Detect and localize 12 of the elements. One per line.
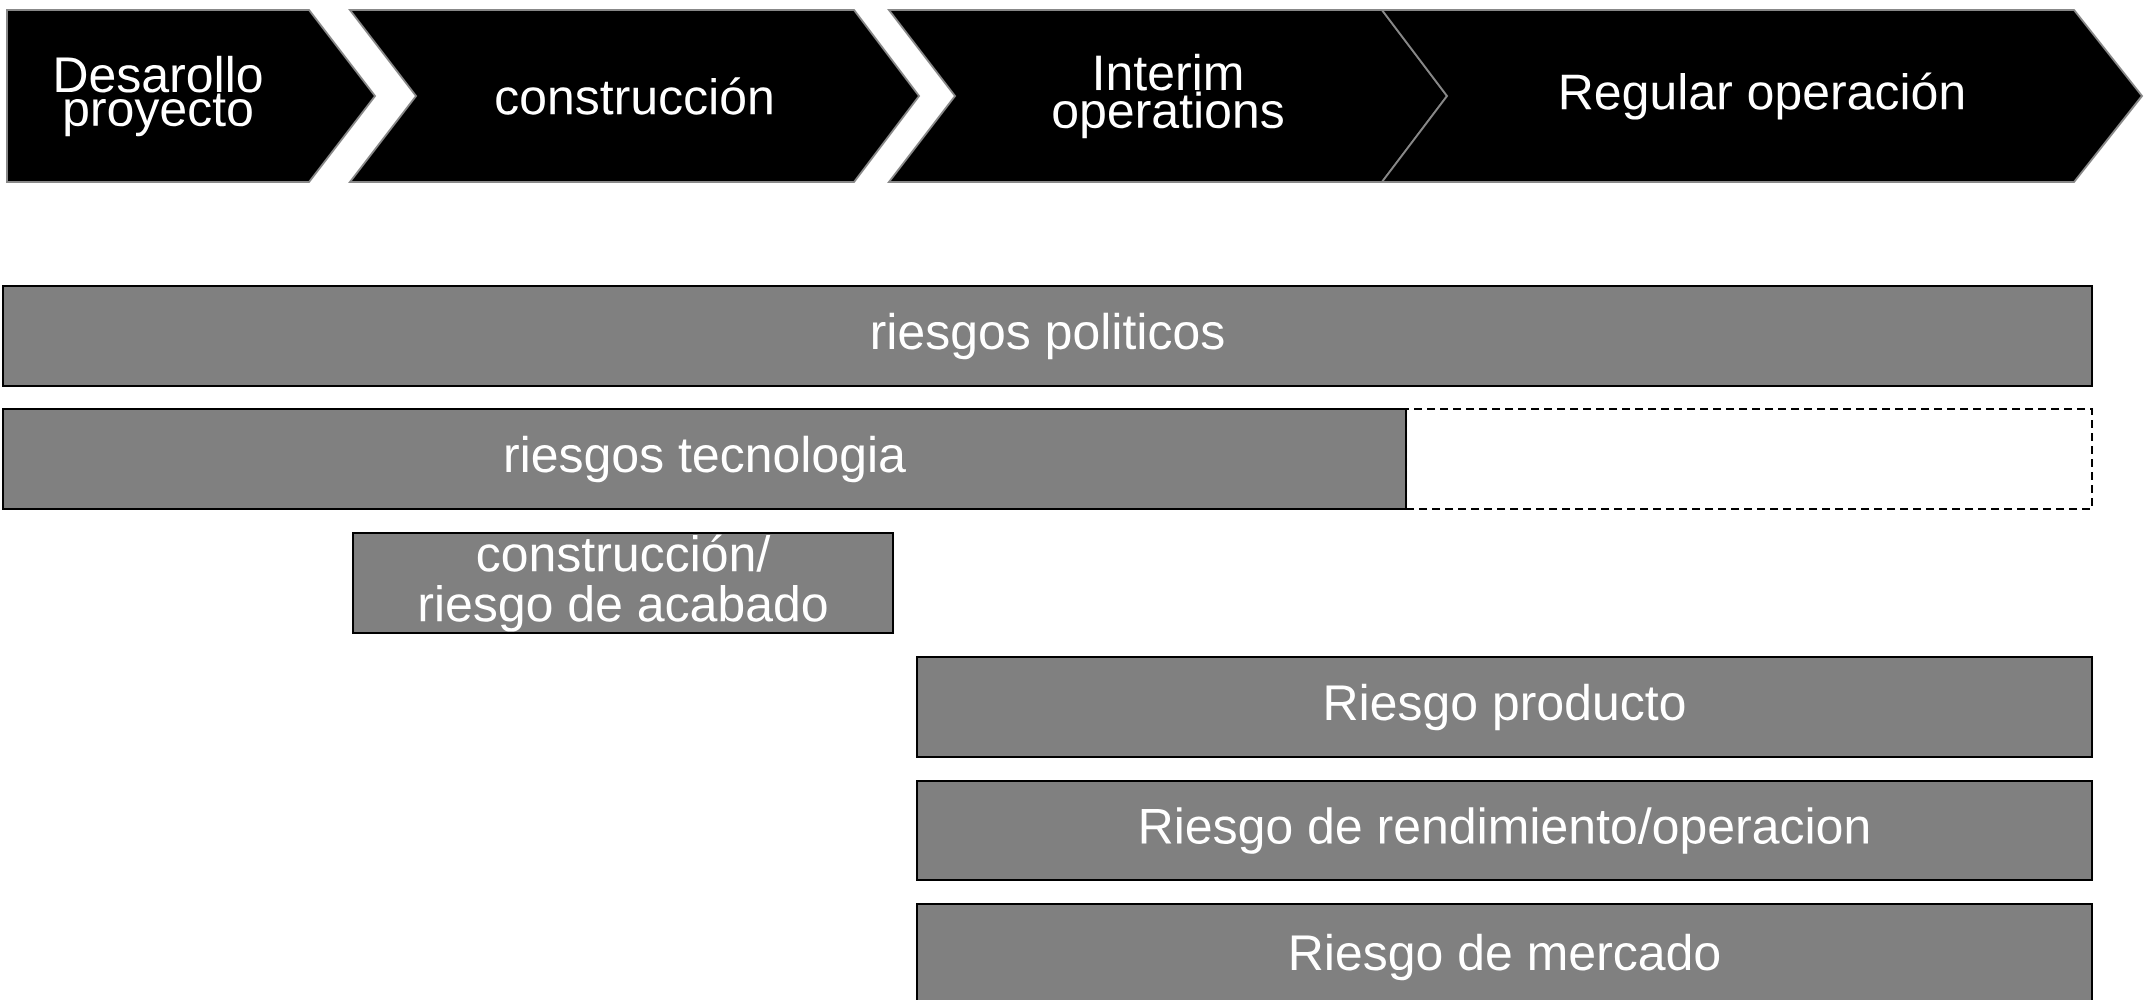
chevron-box: Regular operación: [1380, 9, 2144, 183]
risk-bar: riesgos tecnologia: [2, 408, 1407, 510]
dashed-box: [1405, 408, 2093, 510]
risk-bar: construcción/ riesgo de acabado: [352, 532, 894, 634]
node-label: Regular operación: [1561, 72, 1963, 120]
risk-bar: Riesgo de rendimiento/operacion: [916, 780, 2093, 881]
chevron-box: Desarollo proyecto: [6, 9, 377, 183]
chevron-box: construcción: [348, 9, 921, 183]
risk-bar: Riesgo de mercado: [916, 903, 2093, 1000]
risk-bar: riesgos politicos: [2, 285, 2093, 387]
chevron-box: Interim operations: [887, 9, 1449, 183]
risk-bar: Riesgo producto: [916, 656, 2093, 758]
